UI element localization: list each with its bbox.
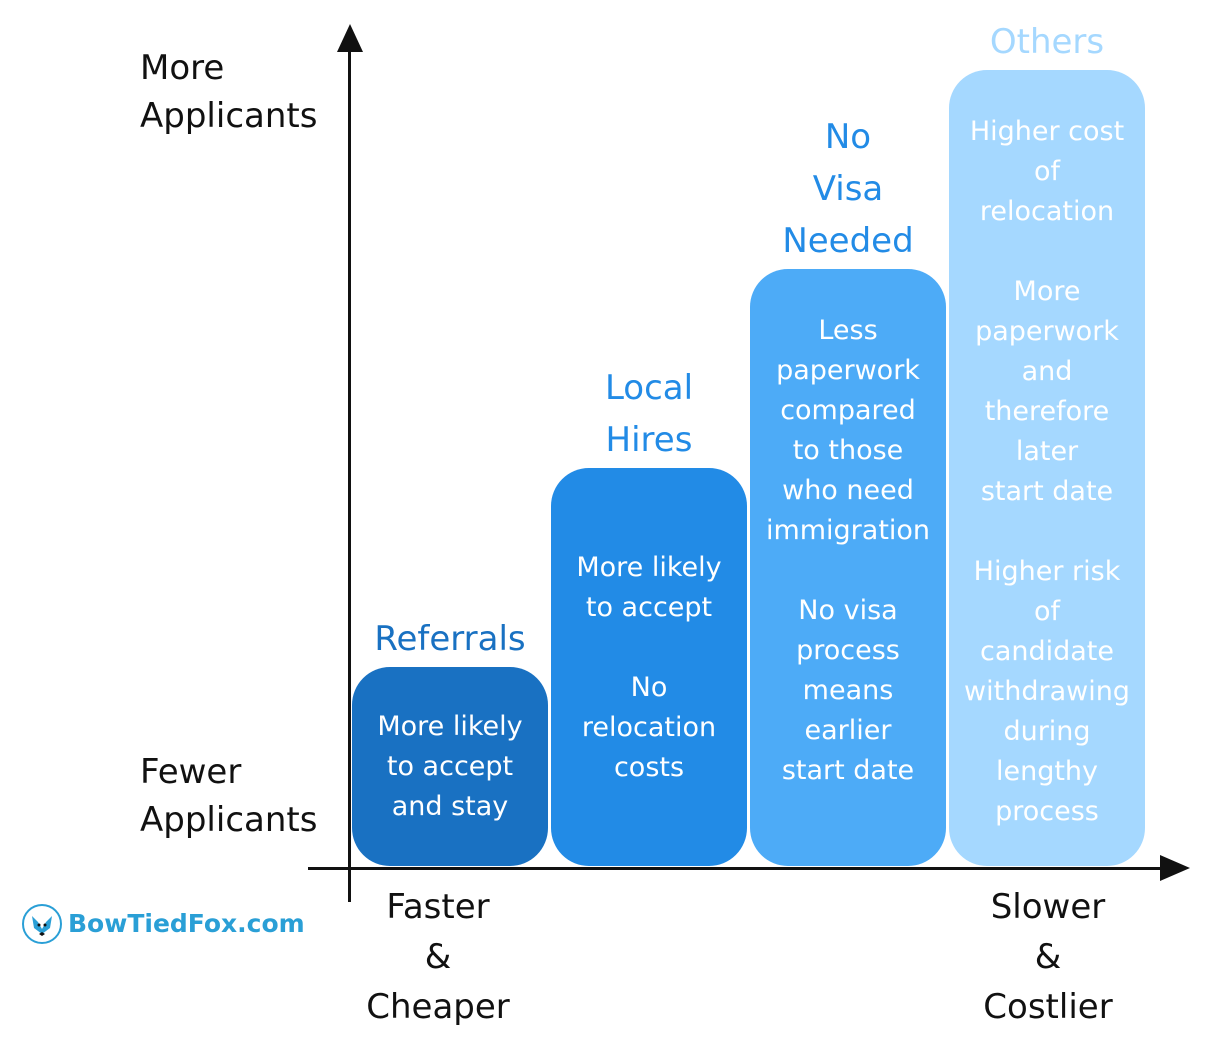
x-axis-label-right: Slower & Costlier — [983, 887, 1113, 1027]
y-axis-arrow-icon — [337, 24, 363, 52]
bar-note-1: More likely to accept No relocation cost… — [576, 552, 722, 783]
bar-0 — [352, 667, 548, 866]
y-axis-label-top: More Applicants — [140, 48, 318, 136]
brand-text: BowTiedFox.com — [68, 909, 305, 938]
bar-title-1: Local Hires — [604, 368, 694, 460]
x-axis-line — [308, 867, 1168, 870]
bar-note-3: Higher cost of relocation More paperwork… — [964, 116, 1130, 827]
x-axis-arrow-icon — [1160, 855, 1190, 881]
brand-watermark: BowTiedFox.com — [22, 904, 305, 944]
bar-note-0: More likely to accept and stay — [377, 711, 523, 822]
bar-title-2: No Visa Needed — [782, 117, 914, 261]
bar-1 — [551, 468, 747, 866]
bar-2 — [750, 269, 946, 866]
y-axis-line — [348, 40, 351, 902]
bar-title-0: Referrals — [374, 619, 526, 659]
bar-title-3: Others — [989, 22, 1105, 62]
y-axis-label-bottom: Fewer Applicants — [140, 752, 318, 840]
bar-3 — [949, 70, 1145, 866]
x-axis-label-left: Faster & Cheaper — [366, 887, 510, 1027]
bar-note-2: Less paperwork compared to those who nee… — [765, 315, 931, 786]
fox-logo-icon — [22, 904, 62, 944]
